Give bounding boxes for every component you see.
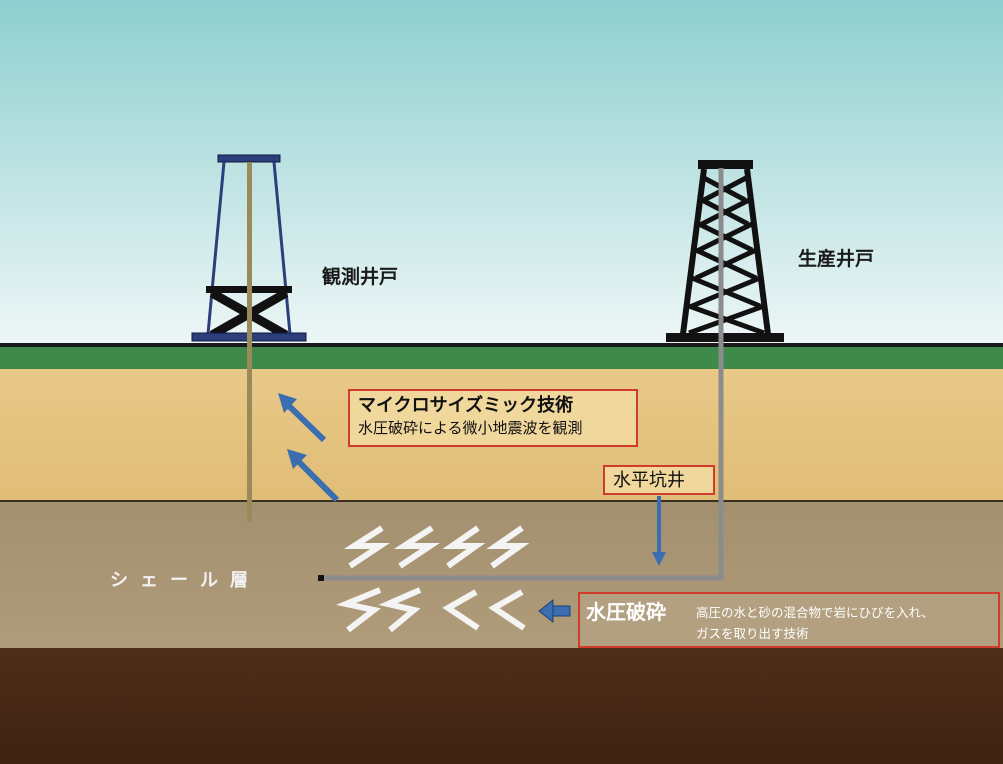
horizontal-well-label: 水平坑井: [613, 470, 685, 491]
bedrock-layer: [0, 648, 1003, 764]
left-arrow-icon: [538, 598, 571, 624]
down-arrow-icon: [652, 496, 666, 566]
horizontal-well-callout: 水平坑井: [603, 465, 715, 495]
horizontal-pipe-end: [318, 575, 324, 581]
production-well-pipe: [322, 168, 724, 581]
microseismic-description: 水圧破砕による微小地震波を観測: [358, 419, 583, 437]
fracking-description-line1: 高圧の水と砂の混合物で岩にひびを入れ、: [696, 605, 934, 620]
grass-layer: [0, 347, 1003, 369]
sky: [0, 0, 1003, 345]
shale-layer-label: シェール層: [110, 570, 260, 591]
production-derrick-icon: [666, 160, 784, 342]
fracking-title: 水圧破砕: [586, 600, 666, 624]
production-well-label: 生産井戸: [798, 248, 875, 270]
crack-icon: [343, 525, 530, 569]
soil-shale-boundary: [0, 500, 1003, 502]
microseismic-title: マイクロサイズミック技術: [358, 395, 574, 416]
up-left-arrow-icon: [287, 449, 340, 503]
fracking-callout: 水圧破砕 高圧の水と砂の混合物で岩にひびを入れ、 ガスを取り出す技術: [578, 592, 1000, 648]
microseismic-callout: マイクロサイズミック技術 水圧破砕による微小地震波を観測: [348, 389, 638, 447]
up-left-arrow-icon: [278, 393, 327, 443]
ground-line: [0, 343, 1003, 347]
fracking-description-line2: ガスを取り出す技術: [696, 626, 809, 641]
crack-icon: [335, 587, 526, 633]
observation-well-label: 観測井戸: [322, 266, 399, 288]
observation-well-pipe: [247, 162, 252, 522]
